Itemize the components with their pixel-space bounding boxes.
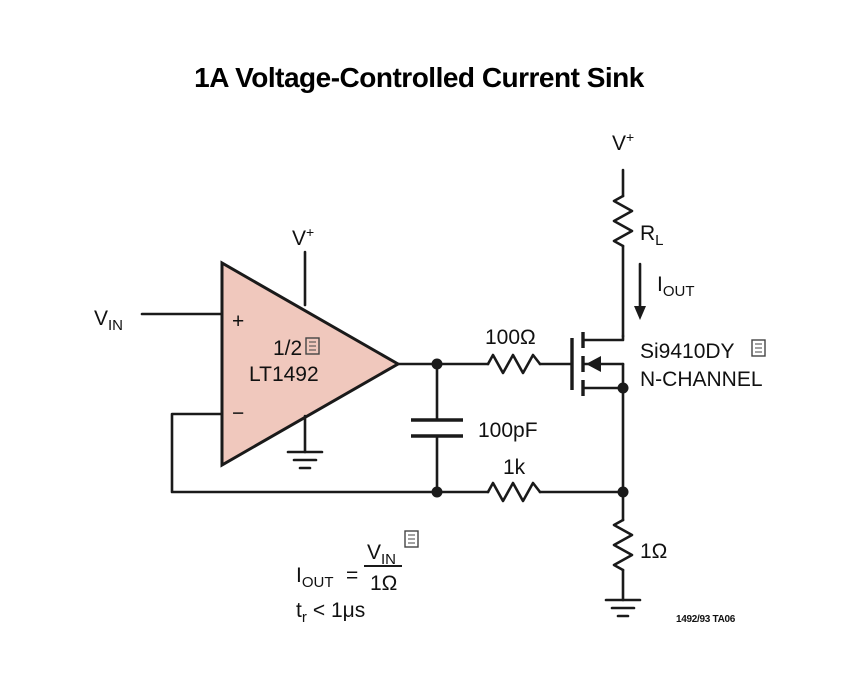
gate-resistor [486,353,542,375]
iout-arrow-head [634,306,646,320]
missing-glyph-icon [305,337,320,355]
amp-part-label: LT1492 [249,363,319,386]
formula-numerator: VIN [367,541,396,568]
sense-resistor [612,518,634,572]
sense-resistor-label: 1Ω [640,540,667,563]
cap-label: 100pF [478,419,538,442]
load-resistor [612,194,634,248]
formula-lhs: IOUT [296,564,334,591]
feedback-resistor [486,481,542,503]
amp-fraction-label: 1/2 [273,337,302,360]
rise-time-label: tr< 1μs [296,599,365,626]
vin-label: VIN [94,307,123,334]
sense-ground-icon [604,598,642,618]
top-vplus-label: V+ [612,129,634,155]
formula-denominator: 1Ω [370,572,397,595]
non-inverting-sign: + [232,310,244,333]
feedback-resistor-label: 1k [503,456,526,479]
mosfet-type-label: N-CHANNEL [640,368,763,391]
missing-glyph-icon-3 [404,530,419,548]
diagram-title: 1A Voltage-Controlled Current Sink [194,62,645,93]
op-amp-triangle [220,260,402,468]
figure-code: 1492/93 TA06 [676,614,736,625]
amp-vplus-label: V+ [292,224,314,250]
gate-resistor-label: 100Ω [485,326,536,349]
inverting-sign: − [232,402,244,425]
mosfet-body-arrow [586,356,601,372]
amp-ground-icon [286,450,324,470]
iout-label: IOUT [657,273,695,300]
mosfet-drain-lead [581,334,625,342]
mosfet-part-label: Si9410DY [640,340,735,363]
rl-label: RL [640,222,664,249]
missing-glyph-icon-2 [751,339,766,357]
feedback-wire-left [170,412,439,494]
formula-equals: = [346,564,358,587]
